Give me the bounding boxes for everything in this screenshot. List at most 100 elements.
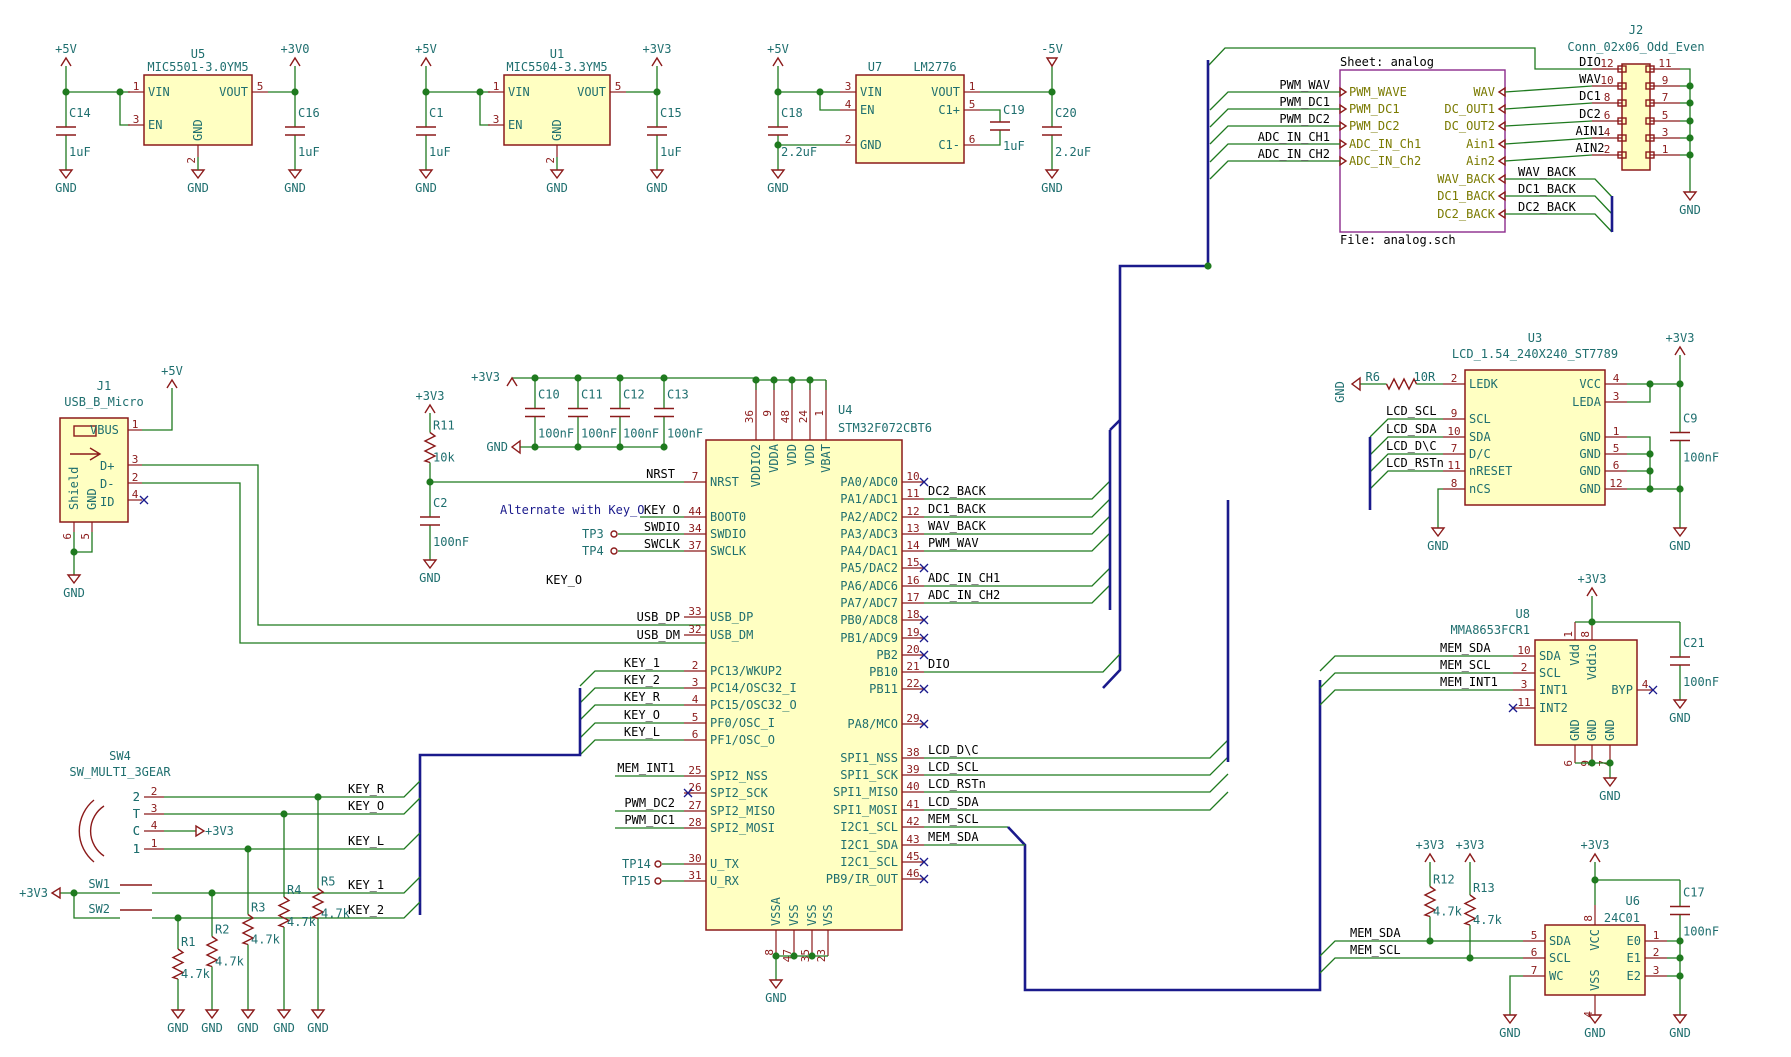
resistor-value: 4.7k: [181, 967, 211, 981]
sw4-ref: SW4: [109, 749, 131, 763]
capacitor-ref: C10: [538, 388, 560, 402]
key-l-label: KEY_L: [348, 834, 384, 848]
pin-name: SPI2_NSS: [710, 769, 768, 783]
power-label: +3V3: [1416, 838, 1445, 852]
pin-name: E2: [1627, 969, 1641, 983]
usb-trident-icon: [70, 447, 102, 461]
key-wire: [579, 670, 684, 687]
key-wire: [579, 704, 684, 721]
power-label: +5V: [415, 42, 437, 56]
sheet-input-pin-name: PWM_DC1: [1349, 102, 1400, 116]
pin-name: VIN: [508, 85, 530, 99]
u4-right-net-label: WAV_BACK: [928, 519, 987, 533]
resistor-value: 10k: [433, 451, 455, 465]
pin-number: 7: [692, 470, 699, 483]
pin-number: 12: [1609, 477, 1622, 490]
pin-name: GND: [1579, 430, 1601, 444]
sw4-pin-name: T: [133, 807, 140, 821]
sheet-output-pin: [1497, 173, 1506, 185]
j2-analog-wire: [1504, 120, 1593, 127]
j2-pin-pad: [1645, 65, 1655, 73]
junction-dot: [1646, 467, 1654, 475]
pin-name: LEDK: [1469, 377, 1499, 391]
j1-ref: J1: [97, 379, 111, 393]
pin-name: I2C1_SCL: [840, 820, 898, 834]
lcd-wire: [924, 739, 1229, 759]
sheet-output-pin-name: DC2_BACK: [1437, 207, 1496, 221]
u4-right-net-label: MEM_SDA: [928, 830, 979, 844]
pin-name: BYP: [1611, 683, 1633, 697]
pin-number: 4: [1582, 1011, 1595, 1018]
pin-name: PB11: [869, 682, 898, 696]
j1-gnd-name: GND: [85, 488, 99, 510]
usb-connector-icon: [73, 425, 97, 437]
power-label: -5V: [1041, 42, 1063, 56]
capacitor-value: 2.2uF: [781, 145, 817, 159]
capacitor-ref: C18: [781, 106, 803, 120]
ground-symbol: [768, 979, 784, 990]
power-label: +3V3: [1581, 838, 1610, 852]
u4-right-net-label: DIO: [928, 657, 950, 671]
u4-right-net-label: ADC_IN_CH1: [928, 571, 1000, 585]
u8-value: MMA8653FCR1: [1451, 623, 1530, 637]
sheet-output-pin-name: DC_OUT1: [1444, 102, 1495, 116]
ground-label: GND: [1333, 381, 1347, 403]
ground-label: GND: [1041, 181, 1063, 195]
pin-number: 4: [692, 693, 699, 706]
sw4-value: SW_MULTI_3GEAR: [69, 765, 171, 779]
analog-in-net-label: ADC_IN_CH1: [1258, 130, 1330, 144]
pin-number: 42: [906, 815, 919, 828]
i2c-bus: [1007, 826, 1322, 992]
pin-name: PB9/IR_OUT: [826, 872, 898, 886]
pin-number: 3: [845, 80, 852, 93]
pin-name: EN: [860, 103, 874, 117]
no-connect-mark: [919, 477, 929, 487]
pin-name: SPI2_SCK: [710, 786, 769, 800]
pin-name: VOUT: [931, 85, 960, 99]
pin-number: 20: [906, 643, 919, 656]
pin-number: 3: [133, 113, 140, 126]
ground-label: GND: [201, 1021, 223, 1035]
pin-number: 2: [544, 157, 557, 164]
pin-name: USB_DM: [710, 628, 753, 642]
pin-number: 2: [132, 471, 139, 484]
junction-dot: [790, 952, 798, 960]
pin-number: 6: [969, 133, 976, 146]
pin-number: 1: [969, 80, 976, 93]
pin-name: E0: [1627, 934, 1641, 948]
pin-name: SPI1_MISO: [833, 785, 898, 799]
u4-body: [705, 439, 903, 931]
pin-name: NRST: [710, 475, 739, 489]
no-connect-mark: [919, 874, 929, 884]
resistor-ref: R2: [215, 923, 229, 937]
capacitor-value: 100nF: [1683, 925, 1719, 939]
accel-net-wire: [1319, 672, 1513, 689]
pin-name: PA2/ADC2: [840, 510, 898, 524]
pin-number: 43: [906, 833, 919, 846]
pin-name: VOUT: [219, 85, 248, 99]
pin-name: PA6/ADC6: [840, 579, 898, 593]
j2-pin-pad: [1617, 99, 1627, 107]
usbdm-label: USB_DM: [637, 628, 680, 642]
key-1-wire: [152, 876, 421, 894]
lcd-wire: [924, 773, 1229, 793]
pin-number: 8: [763, 949, 776, 956]
dio-wire: [924, 653, 1121, 673]
ground-label: GND: [419, 571, 441, 585]
junction-dot: [476, 88, 484, 96]
pin-name: EN: [148, 118, 162, 132]
sheet-output-pin-name: WAV: [1473, 85, 1495, 99]
pin-number: 3: [1521, 678, 1528, 691]
power-label: +3V3: [1456, 838, 1485, 852]
pin-number: 38: [906, 746, 919, 759]
pin-number: 5: [257, 80, 264, 93]
j2-ref: J2: [1629, 23, 1643, 37]
pin-number: 7: [1662, 91, 1669, 104]
pin-name: nRESET: [1469, 464, 1512, 478]
u7-vout-wire: [980, 66, 1053, 93]
pin-name: 1: [133, 842, 140, 856]
pin-number: 37: [688, 539, 701, 552]
key-wire: [579, 687, 684, 704]
pin-number: 25: [688, 764, 701, 777]
sheet-output-pin: [1497, 190, 1506, 202]
